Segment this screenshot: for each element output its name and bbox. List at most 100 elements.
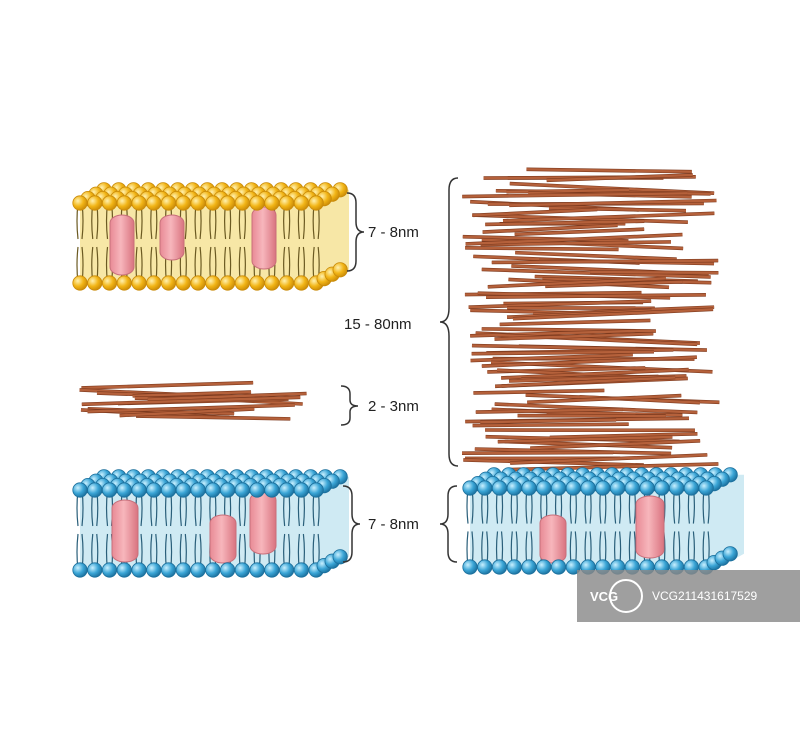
lipid-head bbox=[190, 275, 206, 291]
label-top-membrane: 7 - 8nm bbox=[368, 224, 419, 241]
lipid-head bbox=[521, 480, 537, 496]
lipid-head bbox=[654, 480, 670, 496]
lipid-head bbox=[190, 482, 206, 498]
cellulose-fiber bbox=[546, 173, 693, 182]
cellulose-fiber bbox=[471, 350, 655, 355]
lipid-head bbox=[146, 482, 162, 498]
lipid-head bbox=[87, 195, 103, 211]
lipid-head bbox=[279, 275, 295, 291]
lipid-head bbox=[249, 482, 265, 498]
cellulose-fiber bbox=[136, 414, 291, 421]
membrane-protein bbox=[111, 499, 139, 563]
lipid-head bbox=[160, 195, 177, 211]
cellulose-fiber bbox=[590, 270, 719, 274]
lipid-head bbox=[506, 480, 522, 496]
lipid-head bbox=[72, 275, 88, 291]
thick-cell-wall bbox=[461, 167, 720, 472]
cellulose-fiber bbox=[549, 432, 698, 439]
lipid-head bbox=[220, 195, 236, 211]
lipid-head bbox=[550, 480, 567, 496]
lipid-head bbox=[116, 275, 132, 291]
lipid-head bbox=[234, 562, 250, 578]
cellulose-fiber bbox=[512, 308, 714, 320]
lipid-head bbox=[72, 482, 88, 498]
lipid-head bbox=[521, 559, 537, 575]
lipid-head bbox=[234, 195, 250, 211]
lipid-head bbox=[101, 482, 118, 498]
lipid-head bbox=[491, 480, 508, 496]
lipid-head bbox=[131, 195, 147, 211]
lipid-head bbox=[683, 480, 700, 496]
lipid-head bbox=[160, 482, 177, 498]
lipid-head bbox=[175, 275, 191, 291]
lipid-head bbox=[669, 480, 685, 496]
lipid-head bbox=[101, 195, 118, 211]
cellulose-fiber bbox=[480, 418, 617, 424]
lipid-head bbox=[609, 480, 626, 496]
lipid-head bbox=[87, 275, 103, 291]
cellulose-fiber bbox=[491, 259, 719, 264]
cellulose-fiber bbox=[473, 208, 598, 217]
cellulose-fiber bbox=[545, 280, 683, 288]
plasma-membrane-top bbox=[72, 182, 349, 291]
cellulose-fiber bbox=[510, 453, 708, 465]
cellulose-fiber bbox=[548, 206, 686, 212]
lipid-head bbox=[595, 480, 611, 496]
cellulose-fiber bbox=[461, 451, 614, 455]
brace-bottom-membrane bbox=[342, 485, 361, 563]
cellulose-fiber bbox=[468, 299, 652, 309]
cellulose-fiber bbox=[487, 277, 666, 289]
membrane-protein bbox=[209, 514, 237, 564]
cellulose-fiber bbox=[81, 396, 301, 406]
cellulose-fiber bbox=[465, 233, 683, 246]
lipid-head bbox=[160, 562, 177, 578]
lipid-head bbox=[175, 195, 191, 211]
lipid-head bbox=[249, 275, 265, 291]
lipid-head bbox=[293, 275, 309, 291]
lipid-head bbox=[565, 480, 581, 496]
cellulose-fiber bbox=[506, 188, 630, 193]
label-thin-wall: 2 - 3nm bbox=[368, 398, 419, 415]
cellulose-fiber bbox=[462, 192, 688, 198]
lipid-head bbox=[536, 480, 552, 496]
cellulose-fiber bbox=[502, 212, 715, 223]
lipid-head bbox=[87, 482, 103, 498]
lipid-head bbox=[205, 562, 221, 578]
lipid-head bbox=[722, 546, 738, 562]
lipid-head bbox=[220, 275, 236, 291]
cellulose-fiber bbox=[471, 344, 657, 351]
cellulose-fiber bbox=[470, 353, 633, 362]
membrane-protein bbox=[251, 206, 277, 270]
lipid-head bbox=[234, 482, 250, 498]
lipid-head bbox=[249, 195, 265, 211]
membrane-protein bbox=[159, 214, 185, 261]
cellulose-fiber bbox=[527, 394, 682, 404]
cellulose-fiber bbox=[499, 319, 651, 326]
cellulose-fiber bbox=[501, 368, 689, 380]
brace-right-membrane bbox=[439, 485, 458, 563]
lipid-head bbox=[293, 482, 309, 498]
lipid-head bbox=[550, 559, 567, 575]
lipid-head bbox=[175, 562, 191, 578]
cellulose-fiber bbox=[506, 309, 652, 319]
lipid-head bbox=[205, 275, 221, 291]
lipid-head bbox=[72, 195, 88, 211]
watermark-logo-icon bbox=[609, 579, 643, 613]
lipid-head bbox=[279, 195, 295, 211]
brace-thick-wall bbox=[439, 177, 459, 467]
cellulose-fiber bbox=[472, 423, 629, 427]
cellulose-fiber bbox=[473, 389, 605, 395]
cellulose-fiber bbox=[485, 220, 645, 226]
lipid-head bbox=[190, 562, 206, 578]
membrane-protein bbox=[109, 214, 135, 276]
lipid-head bbox=[264, 275, 280, 291]
cellulose-fiber bbox=[509, 199, 717, 207]
cellulose-fiber bbox=[501, 376, 676, 388]
cellulose-fiber bbox=[510, 462, 719, 471]
lipid-head bbox=[491, 559, 508, 575]
lipid-head bbox=[293, 562, 309, 578]
lipid-head bbox=[639, 480, 655, 496]
cellulose-fiber bbox=[497, 435, 673, 443]
lipid-head bbox=[698, 480, 714, 496]
